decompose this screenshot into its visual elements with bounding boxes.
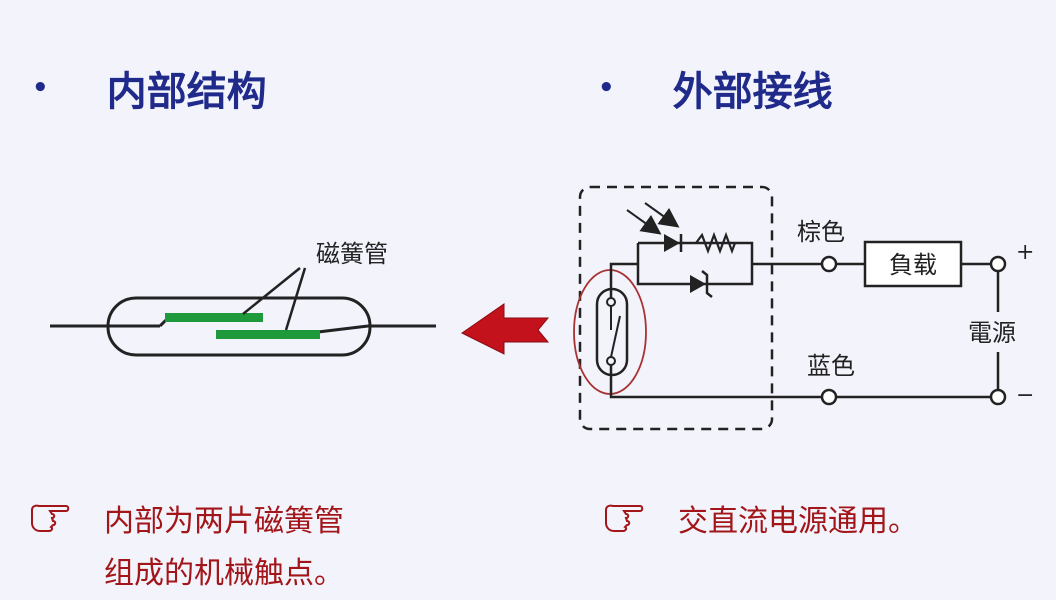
pointing-hand-icon [31, 504, 70, 532]
resistor-icon [695, 231, 737, 255]
note-left-line2: 组成的机械触点。 [104, 556, 344, 591]
terminal-brown [820, 255, 838, 273]
reed-element-symbol [595, 287, 629, 377]
glass-tube [106, 296, 372, 357]
power-label: 電源 [968, 319, 1016, 347]
pointing-hand-icon [605, 504, 644, 532]
load-label: 負载 [889, 251, 937, 279]
label-pointer-2 [284, 267, 307, 331]
heading-right-text: 外部接线 [672, 69, 833, 115]
wire-blue-line [609, 365, 828, 399]
reed-contact-lower [216, 330, 320, 339]
zener-cathode-bar [701, 270, 713, 298]
brown-wire-label: 棕色 [797, 218, 845, 246]
power-terminal-minus [989, 388, 1007, 406]
bullet-icon: • [32, 73, 49, 103]
sensor-housing [578, 185, 774, 431]
note-right: 交直流电源通用。 [602, 496, 918, 548]
minus-sign: − [1016, 383, 1034, 408]
reed-symbol-blade [610, 315, 621, 358]
note-left-line1: 内部为两片磁簧管 [104, 504, 344, 539]
plus-sign: + [1016, 240, 1034, 265]
note-right-text: 交直流电源通用。 [678, 504, 918, 539]
led-branch-frame [636, 241, 754, 286]
terminal-blue [820, 388, 838, 406]
heading-internal-structure: • 内部结构 [32, 58, 267, 118]
reed-symbol-terminal-bottom [606, 356, 616, 366]
reed-symbol-terminal-top [606, 297, 616, 307]
heading-left-text: 内部结构 [106, 69, 267, 115]
wire-internal-top [609, 262, 638, 298]
wiring-diagram: 棕色 蓝色 負载 電源 + − [573, 185, 1034, 431]
note-left: 内部为两片磁簧管 组成的机械触点。 [28, 496, 344, 600]
heading-external-wiring: • 外部接线 [598, 58, 833, 118]
blue-wire-label: 蓝色 [807, 352, 855, 380]
power-terminal-plus [989, 255, 1007, 273]
reed-switch-diagram: 磁簧管 [50, 240, 436, 357]
reed-switch-label: 磁簧管 [316, 240, 388, 268]
light-arrow-2 [644, 202, 680, 228]
light-arrow-1 [626, 209, 662, 235]
reed-contact-upper [165, 313, 263, 322]
led-diode-icon [664, 234, 680, 252]
zener-diode-icon [690, 275, 706, 293]
bullet-icon: • [598, 73, 615, 103]
inner-lead-right [317, 324, 369, 334]
direction-arrow [461, 303, 550, 355]
label-pointer-1 [242, 267, 301, 315]
